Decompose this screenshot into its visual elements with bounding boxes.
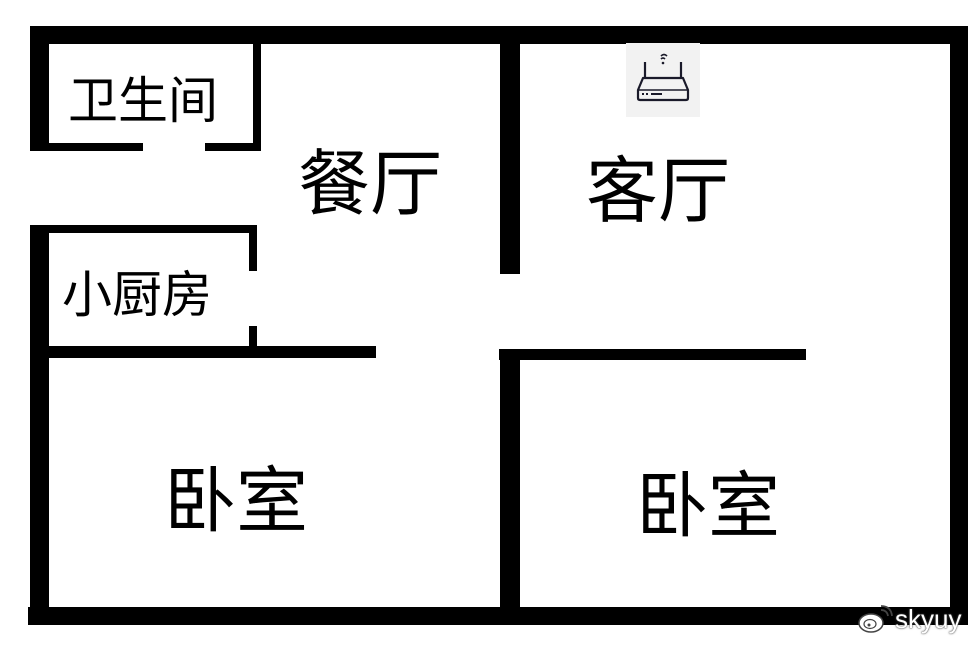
- wall-top: [30, 26, 966, 44]
- room-label-living: 客厅: [586, 149, 731, 233]
- wall-bedroom-right-top: [499, 349, 806, 360]
- wall-bathroom-bottom-left: [45, 143, 143, 151]
- weibo-icon: [858, 605, 893, 633]
- wifi-router-icon: [636, 53, 690, 102]
- wall-dining-living-divider: [500, 40, 520, 274]
- wall-kitchen-top: [45, 225, 257, 233]
- wall-kitchen-right-lower: [249, 326, 257, 350]
- wall-bottom: [28, 607, 968, 625]
- room-label-kitchen: 小厨房: [62, 266, 212, 324]
- room-label-bedroom-right: 卧室: [636, 464, 781, 548]
- wall-bathroom-bottom-right: [205, 143, 261, 151]
- watermark: skyuy: [857, 604, 961, 634]
- wall-left-upper: [30, 26, 49, 151]
- wall-bedroom-divider: [500, 349, 520, 619]
- router-device: [626, 43, 700, 117]
- wall-left-lower: [30, 225, 49, 625]
- wall-kitchen-right-upper: [249, 225, 257, 271]
- room-label-bathroom: 卫生间: [68, 72, 218, 130]
- room-label-bedroom-left: 卧室: [164, 459, 309, 543]
- wall-right: [950, 26, 968, 625]
- wall-bathroom-right: [253, 40, 261, 151]
- wall-kitchen-bottom: [45, 346, 376, 358]
- watermark-text: skyuy: [895, 603, 962, 634]
- room-label-dining: 餐厅: [298, 142, 443, 226]
